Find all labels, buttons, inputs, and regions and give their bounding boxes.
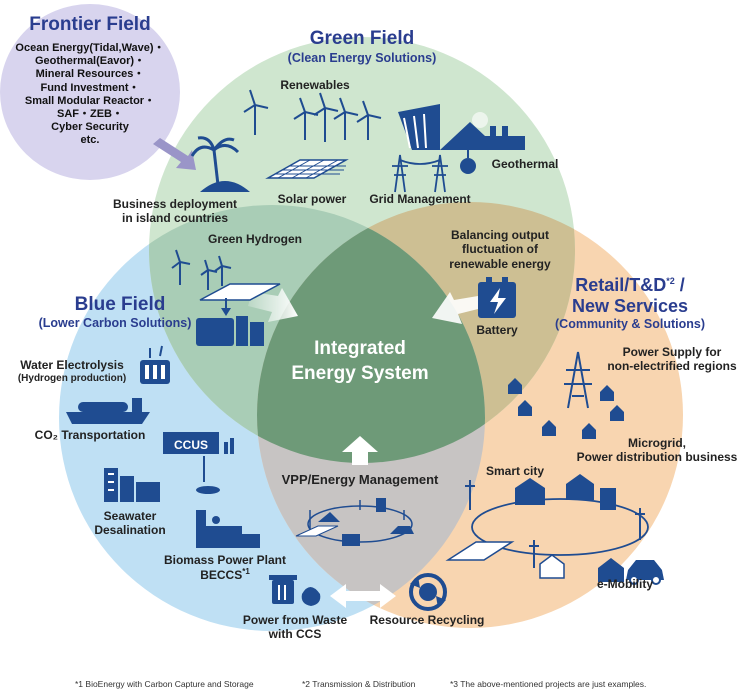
desalination-plant-icon xyxy=(104,468,160,502)
electric-car-icon xyxy=(626,560,664,585)
blue-field-title: Blue Field xyxy=(74,294,166,315)
house-icons-remote xyxy=(508,378,624,439)
arrow-from-battery xyxy=(432,292,482,324)
water-electrolysis-label: Water Electrolysis xyxy=(20,358,124,372)
trash-bin-icon xyxy=(269,575,321,606)
geothermal-plant-icon xyxy=(460,126,525,174)
vpp-network-icon xyxy=(295,498,414,546)
frontier-arrow xyxy=(153,138,196,170)
vpp-energy-management-label: VPP/Energy Management xyxy=(281,472,439,487)
water-electrolysis-icon xyxy=(140,345,170,384)
dam-icon xyxy=(398,104,440,150)
island-countries-label: Business deployment in island countries xyxy=(112,197,238,226)
seawater-desalination-label: Seawater Desalination xyxy=(94,509,166,538)
frontier-field-bubble xyxy=(0,4,180,180)
green-hydrogen-icon xyxy=(171,249,281,301)
green-field-subtitle: (Clean Energy Solutions) xyxy=(287,51,437,65)
battery-icon xyxy=(478,277,516,318)
hydrogen-production-label: (Hydrogen production) xyxy=(17,373,127,384)
frontier-item: SAF・ZEB・ xyxy=(57,107,123,120)
grid-management-label: Grid Management xyxy=(369,192,471,206)
frontier-item: etc. xyxy=(80,134,100,147)
arrow-up-vpp xyxy=(342,436,378,465)
arrow-double-waste-recycling xyxy=(330,584,396,608)
frontier-item: Cyber Security xyxy=(51,121,129,134)
power-from-waste-label: Power from Waste with CCS xyxy=(242,613,348,642)
green-field-title: Green Field xyxy=(309,28,415,49)
footnote-2: *2 Transmission & Distribution xyxy=(302,679,416,689)
recycling-icon xyxy=(409,573,447,611)
co2-transportation-label: CO₂ Transportation xyxy=(34,428,146,442)
retail-field-subtitle: (Community & Solutions) xyxy=(555,317,705,331)
biomass-plant-icon xyxy=(196,510,260,548)
solar-panel-icon xyxy=(265,159,349,179)
transmission-tower-icon xyxy=(392,154,448,193)
renewables-label: Renewables xyxy=(280,78,350,92)
blue-field-subtitle: (Lower Carbon Solutions) xyxy=(38,316,192,330)
electrolysis-plant-icon xyxy=(196,298,264,346)
footnote-3: *3 The above-mentioned projects are just… xyxy=(450,679,647,689)
geothermal-label: Geothermal xyxy=(491,157,559,171)
power-supply-label: Power Supply for non-electrified regions xyxy=(607,345,737,374)
microgrid-label: Microgrid, Power distribution business xyxy=(576,436,738,465)
wind-turbine-icon xyxy=(243,89,382,142)
frontier-field-list: Ocean Energy(Tidal,Wave)・ Geothermal(Eav… xyxy=(0,42,180,148)
battery-label: Battery xyxy=(476,323,518,337)
frontier-item: Small Modular Reactor・ xyxy=(24,94,156,107)
frontier-item: Mineral Resources・ xyxy=(35,68,145,81)
palm-island-icon xyxy=(190,136,250,192)
ccus-label: CCUS xyxy=(174,438,208,452)
frontier-item: Fund Investment・ xyxy=(40,81,140,94)
ccus-icon: CCUS xyxy=(163,432,234,494)
solar-power-label: Solar power xyxy=(277,192,347,206)
integrated-energy-system-title: Integrated Energy System xyxy=(291,338,429,384)
e-mobility-label: e-Mobility xyxy=(597,577,653,591)
frontier-field-title: Frontier Field xyxy=(29,14,151,35)
balancing-output-label: Balancing output fluctuation of renewabl… xyxy=(449,228,551,271)
new-services-title: New Services xyxy=(571,296,689,316)
smart-city-label: Smart city xyxy=(485,464,545,478)
green-hydrogen-label: Green Hydrogen xyxy=(207,232,303,246)
power-tower-icon xyxy=(564,351,592,409)
center-overlap xyxy=(257,205,485,463)
footnote-1: *1 BioEnergy with Carbon Capture and Sto… xyxy=(75,679,254,689)
frontier-item: Geothermal(Eavor)・ xyxy=(34,55,146,68)
resource-recycling-label: Resource Recycling xyxy=(369,613,485,627)
arrow-from-green-hydrogen xyxy=(248,288,298,322)
microgrid-ring xyxy=(445,474,649,582)
retail-field-title: Retail/T&D*2 / xyxy=(575,275,685,295)
tanker-ship-icon xyxy=(66,398,150,424)
biomass-power-plant-label: Biomass Power Plant BECCS*1 xyxy=(163,553,287,583)
frontier-item: Ocean Energy(Tidal,Wave)・ xyxy=(15,42,165,54)
